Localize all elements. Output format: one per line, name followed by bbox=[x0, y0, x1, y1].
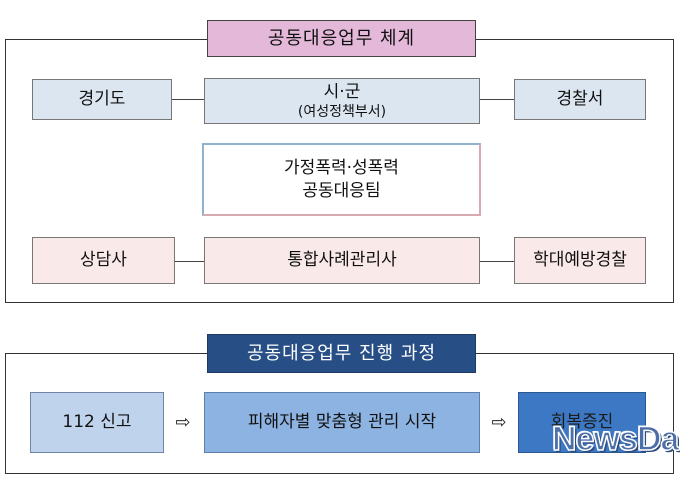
node-police-station: 경찰서 bbox=[514, 79, 646, 120]
step-112-report: 112 신고 bbox=[30, 392, 164, 453]
node-case-manager: 통합사례관리사 bbox=[204, 237, 480, 284]
step-recovery: 회복증진 bbox=[518, 392, 646, 453]
connector-right-bottom bbox=[480, 261, 514, 262]
node-si-gun-line2: (여성정책부서) bbox=[297, 103, 387, 120]
arrow-right-icon: ⇨ bbox=[175, 411, 191, 433]
node-counselor: 상담사 bbox=[32, 237, 175, 284]
node-si-gun-line1: 시·군 bbox=[323, 81, 361, 102]
section1-title: 공동대응업무 체계 bbox=[207, 20, 476, 57]
node-abuse-prevention-police: 학대예방경찰 bbox=[514, 237, 646, 284]
connector-left-top bbox=[172, 99, 205, 100]
step-custom-management: 피해자별 맞춤형 관리 시작 bbox=[204, 392, 480, 453]
node-gyeonggido: 경기도 bbox=[32, 79, 172, 120]
node-team-line2: 공동대응팀 bbox=[302, 180, 381, 201]
node-joint-response-team: 가정폭력·성폭력 공동대응팀 bbox=[202, 143, 481, 216]
node-team-line1: 가정폭력·성폭력 bbox=[284, 158, 399, 179]
arrow-right-icon: ⇨ bbox=[491, 411, 507, 433]
node-si-gun: 시·군 (여성정책부서) bbox=[204, 78, 480, 124]
connector-right-top bbox=[480, 99, 514, 100]
connector-left-bottom bbox=[175, 261, 204, 262]
section2-title: 공동대응업무 진행 과정 bbox=[207, 334, 476, 373]
newsda-logo: NewsDa bbox=[551, 419, 680, 459]
